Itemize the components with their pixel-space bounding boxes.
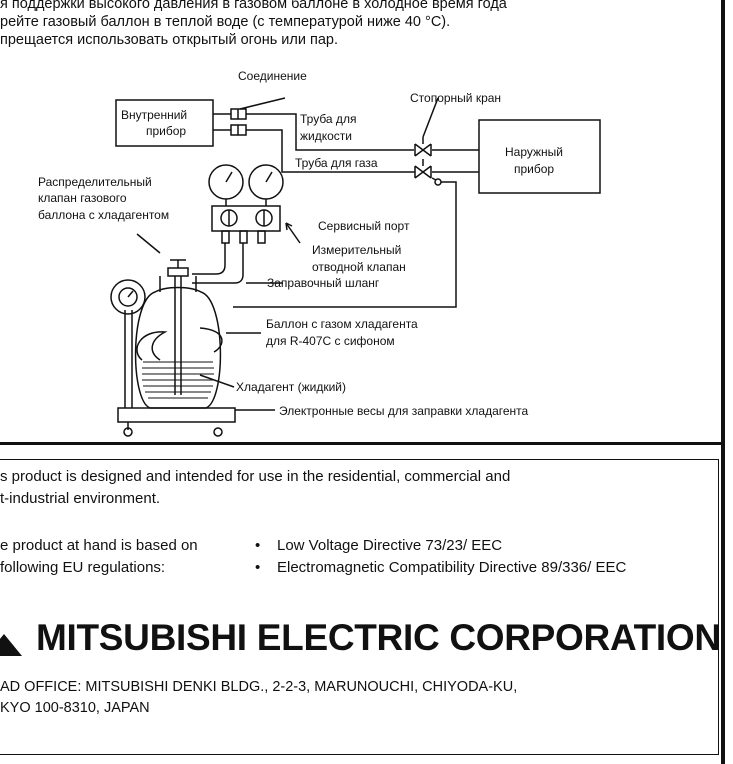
directive-list: • Low Voltage Directive 73/23/ EEC • Ele… — [255, 535, 715, 579]
stop-valve-liquid — [414, 143, 432, 157]
liquid-refrigerant-level — [142, 361, 214, 399]
company-address: AD OFFICE: MITSUBISHI DENKI BLDG., 2-2-3… — [0, 677, 517, 719]
label-outdoor-unit-1: Наружный — [505, 145, 563, 159]
address-line-1: AD OFFICE: MITSUBISHI DENKI BLDG., 2-2-3… — [0, 679, 518, 695]
refrigerant-charging-diagram: Соединение Стопорный кран Внутренний при… — [38, 69, 601, 437]
scale-dial — [110, 279, 146, 315]
gauge-manifold — [211, 205, 281, 232]
label-liquid-pipe-2: жидкости — [300, 129, 352, 143]
address-line-2: KYO 100-8310, JAPAN — [0, 700, 150, 716]
diamond-logo-icon — [0, 634, 22, 656]
label-liquid-pipe-1: Труба для — [300, 112, 356, 126]
label-stop-valve: Стопорный кран — [410, 91, 501, 105]
electronic-scale-platform — [117, 407, 236, 423]
directive-emc: Electromagnetic Compatibility Directive … — [277, 559, 627, 576]
list-item: • Low Voltage Directive 73/23/ EEC — [255, 535, 715, 557]
label-charge-hose: Заправочный шланг — [267, 276, 380, 290]
intro-line-3: прещается использовать открытый огонь ил… — [0, 32, 338, 48]
usage-line-2: t-industrial environment. — [0, 490, 161, 507]
label-gas-pipe: Труба для газа — [295, 156, 378, 170]
bullet-icon: • — [255, 537, 261, 554]
label-refrigerant: Хладагент (жидкий) — [236, 380, 346, 394]
label-cylinder-1: Баллон с газом хладагента — [266, 317, 418, 331]
notice-box — [0, 459, 719, 755]
bullet-icon: • — [255, 559, 261, 576]
indoor-unit-box — [115, 99, 214, 147]
intro-line-1: я поддержки высокого давления в газовом … — [0, 0, 507, 12]
directive-low-voltage: Low Voltage Directive 73/23/ EEC — [277, 537, 503, 554]
regulation-line-1: e product at hand is based on — [0, 537, 198, 554]
outdoor-unit-box — [478, 119, 601, 194]
company-name: MITSUBISHI ELECTRIC CORPORATION — [36, 617, 721, 658]
label-connection: Соединение — [238, 69, 307, 83]
regulation-line-2: following EU regulations: — [0, 559, 166, 576]
intro-text: я поддержки высокого давления в газовом … — [0, 0, 720, 49]
label-distributor-2: клапан газового — [38, 191, 127, 205]
label-service-port: Сервисный порт — [318, 219, 410, 233]
label-cylinder-2: для R-407C с сифоном — [266, 334, 395, 348]
list-item: • Electromagnetic Compatibility Directiv… — [255, 557, 715, 579]
label-distributor-3: баллона с хладагентом — [38, 208, 169, 222]
company-logo: MITSUBISHI ELECTRIC CORPORATION — [0, 614, 721, 662]
usage-line-1: s product is designed and intended for u… — [0, 468, 511, 485]
label-outdoor-unit-2: прибор — [514, 162, 554, 176]
liquid-pipe — [246, 113, 414, 151]
label-indoor-unit-2: прибор — [146, 124, 186, 138]
stop-valve-gas — [414, 165, 432, 179]
gas-pipe — [246, 129, 415, 173]
label-gauge-manifold-2: отводной клапан — [312, 260, 406, 274]
usage-statement: s product is designed and intended for u… — [0, 466, 510, 510]
label-indoor-unit-1: Внутренний — [121, 108, 187, 122]
charge-hose — [192, 243, 244, 284]
service-hose — [233, 181, 457, 308]
regulation-statement: e product at hand is based on following … — [0, 535, 198, 579]
intro-line-2: рейте газовый баллон в теплой воде (с те… — [0, 14, 451, 30]
refrigerant-cylinder — [134, 286, 222, 409]
label-distributor-1: Распределительный — [38, 175, 152, 189]
label-scale: Электронные весы для заправки хладагента — [279, 404, 529, 418]
page-right-border — [721, 0, 725, 764]
label-gauge-manifold-1: Измерительный — [312, 243, 401, 257]
cylinder-valve — [167, 267, 189, 277]
section-divider — [0, 442, 721, 445]
